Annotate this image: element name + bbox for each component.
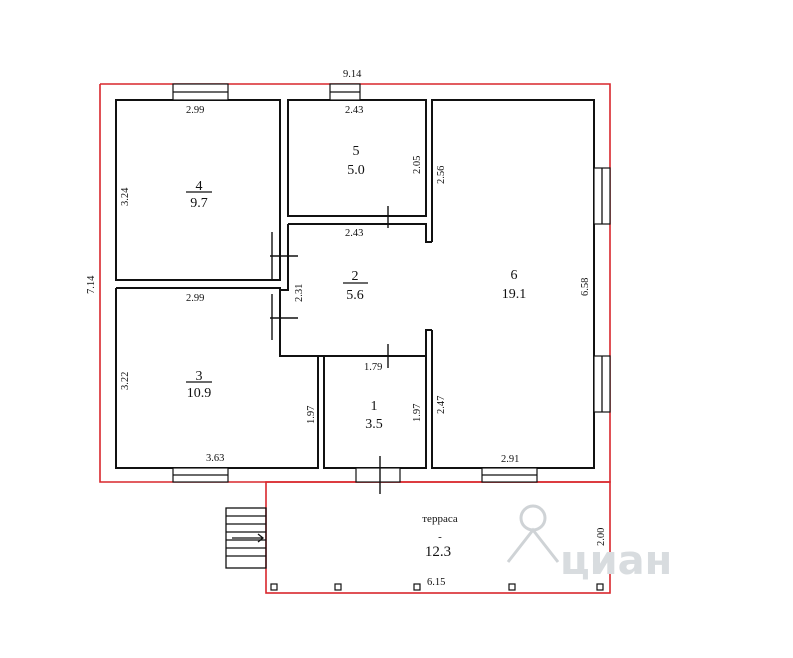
room-2-walls — [288, 223, 432, 243]
room-4-left-dim: 3.24 — [120, 187, 131, 206]
door-marks — [270, 206, 406, 494]
terrace-width-label: 6.15 — [427, 577, 445, 588]
room-5-right-dim: 2.05 — [412, 156, 423, 174]
room-6-number: 6 — [511, 268, 518, 283]
room-5-area: 5.0 — [347, 163, 365, 178]
room-2-left-dim: 2.31 — [294, 284, 305, 302]
terrace-stairs — [225, 507, 267, 569]
room-6-left-bottom-dim: 2.47 — [436, 396, 447, 414]
room-4-number: 4 — [196, 179, 203, 194]
outer-height-label: 7.14 — [86, 275, 97, 294]
outer-width-label: 9.14 — [343, 69, 362, 80]
room-3-bottom-dim: 3.63 — [206, 453, 224, 464]
terrace-area: 12.3 — [425, 544, 451, 560]
room-5-bottom-dim: 2.43 — [345, 228, 363, 239]
entrance-door-opening — [355, 467, 401, 483]
room-5-top-dim: 2.43 — [345, 105, 363, 116]
watermark-text: циан — [560, 538, 672, 584]
room-3-walls — [115, 287, 319, 469]
room-6-bottom-dim: 2.91 — [501, 454, 519, 465]
room-2-number: 2 — [352, 269, 359, 284]
room-2-bottom-dim: 1.79 — [364, 362, 382, 373]
room-1-number: 1 — [371, 399, 378, 414]
room-1-area: 3.5 — [365, 417, 383, 432]
room-6-left-top-dim: 2.56 — [436, 166, 447, 184]
room-3-number: 3 — [196, 369, 203, 384]
room-3-left-dim: 3.22 — [120, 372, 131, 390]
terrace-dash: - — [438, 531, 442, 543]
terrace-height-label: 2.00 — [596, 528, 607, 546]
room-6-right-dim: 6.58 — [580, 278, 591, 296]
room-2-area: 5.6 — [346, 288, 364, 303]
room-4-area: 9.7 — [190, 196, 208, 211]
room-4-top-dim: 2.99 — [186, 105, 204, 116]
terrace-posts — [270, 583, 604, 591]
room-6-area: 19.1 — [502, 287, 527, 302]
terrace-label: терраса — [422, 513, 458, 525]
room-3-right-dim: 1.97 — [306, 406, 317, 424]
room-3-area: 10.9 — [187, 386, 212, 401]
room-5-number: 5 — [353, 144, 360, 159]
room-6-walls — [431, 99, 595, 469]
room-1-right-dim: 1.97 — [412, 404, 423, 422]
room-3-top-dim: 2.99 — [186, 293, 204, 304]
cian-logo-icon — [506, 504, 560, 563]
